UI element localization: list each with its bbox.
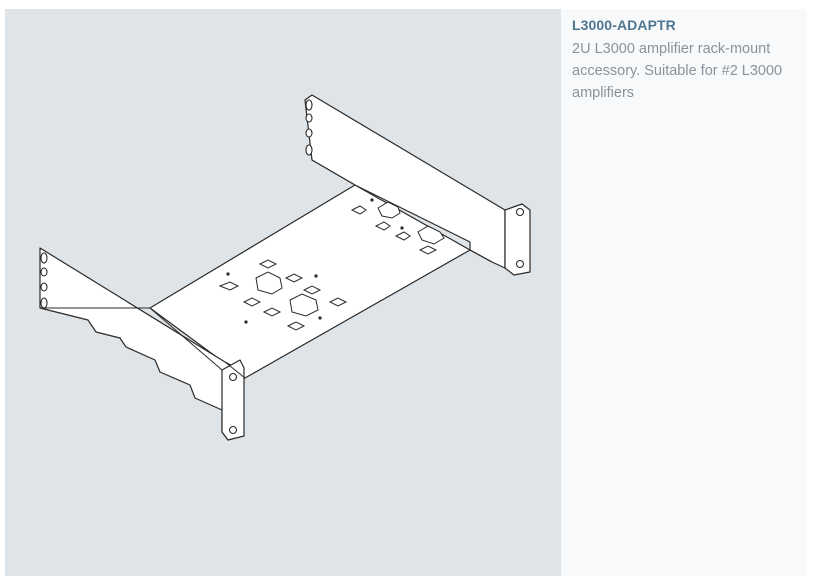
right-rack-ear-flange — [504, 203, 531, 276]
left-rack-ear-flange — [221, 359, 245, 441]
product-info-panel: L3000-ADAPTR 2U L3000 amplifier rack-mou… — [561, 9, 807, 576]
product-description: 2U L3000 amplifier rack-mount accessory.… — [572, 41, 783, 101]
product-code: L3000-ADAPTR — [572, 17, 676, 33]
product-image-panel — [5, 9, 561, 576]
rack-mount-adapter-drawing-icon — [39, 94, 531, 441]
